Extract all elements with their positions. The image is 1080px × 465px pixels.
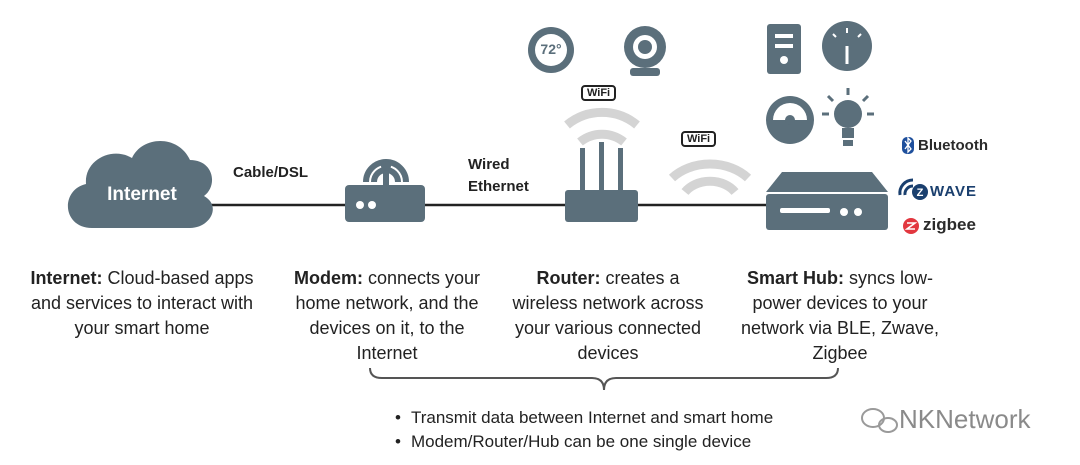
modem-icon (345, 159, 425, 222)
watermark: NKNetwork (899, 404, 1031, 434)
router-icon (564, 108, 640, 222)
hub-description-title: Smart Hub: (746, 268, 844, 288)
light-bulb-icon (822, 88, 874, 146)
internet-description: Internet: Cloud-based apps and services … (30, 266, 254, 341)
speaker-icon (767, 24, 801, 74)
ethernet-label: Ethernet (468, 178, 529, 195)
wired-ethernet-label: Wired Ethernet (468, 154, 529, 198)
list-item: Modem/Router/Hub can be one single devic… (395, 430, 773, 454)
internet-description-text: Cloud-based apps and services to interac… (30, 268, 254, 338)
smoke-detector-icon (766, 96, 814, 144)
router-description-title: Router: (536, 268, 601, 288)
list-item: Transmit data between Internet and smart… (395, 406, 773, 430)
cable-dsl-label: Cable/DSL (233, 164, 309, 181)
zwave-icon: Z (898, 178, 928, 200)
router-wifi-badge: WiFi (581, 85, 617, 101)
bluetooth-label: Bluetooth (918, 137, 988, 154)
modem-description: Modem: connects your home network, and t… (292, 266, 482, 366)
smart-hub-icon (766, 172, 888, 230)
zigbee-icon (903, 218, 919, 234)
router-description-text: creates a wireless network across your v… (512, 268, 704, 363)
modem-description-title: Modem: (293, 268, 363, 288)
hub-wifi-badge: WiFi (681, 131, 717, 147)
camera-icon (624, 26, 666, 76)
thermostat-reading: 72° (540, 41, 562, 57)
group-bracket (369, 367, 839, 391)
notes-list: Transmit data between Internet and smart… (395, 406, 773, 454)
bluetooth-icon (902, 136, 914, 154)
wifi-waves-icon (668, 159, 752, 196)
router-description: Router: creates a wireless network acros… (508, 266, 708, 366)
internet-cloud-label: Internet (107, 184, 177, 205)
watermark-logo-icon (861, 408, 898, 433)
hub-description: Smart Hub: syncs low-power devices to yo… (740, 266, 940, 366)
internet-cloud-icon (67, 141, 213, 228)
zigbee-label: zigbee (923, 215, 976, 234)
svg-text:Z: Z (917, 187, 924, 199)
zwave-label: WAVE (930, 183, 978, 200)
internet-description-title: Internet: (30, 268, 103, 288)
gauge-icon (822, 21, 872, 71)
wired-label: Wired (468, 156, 510, 173)
hub-description-text: syncs low-power devices to your network … (740, 268, 940, 363)
modem-description-text: connects your home network, and the devi… (295, 268, 481, 363)
thermostat-icon (528, 27, 574, 73)
